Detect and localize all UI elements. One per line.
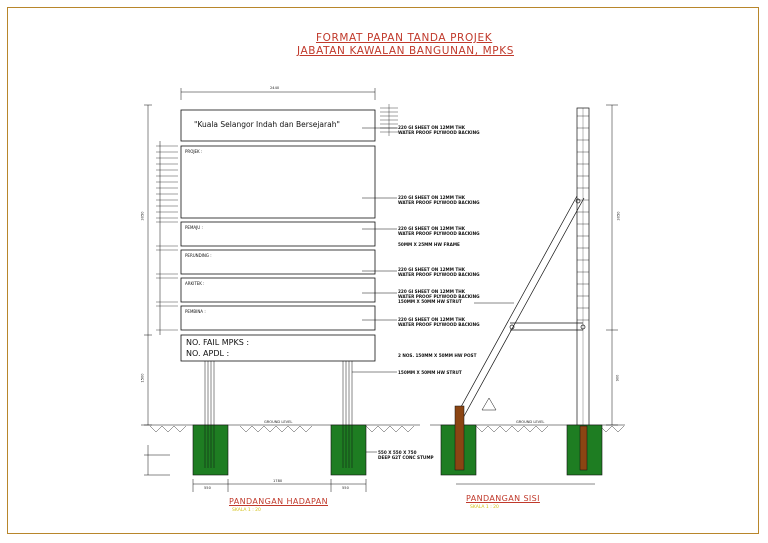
slogan-ticks (380, 104, 398, 136)
front-view-scale: SKALA 1 : 20 (232, 508, 261, 513)
front-view (141, 88, 420, 468)
note-frame: 50MM X 25MM HW FRAME (398, 242, 460, 247)
note-post: 2 NOS. 150MM X 50MM HW POST (398, 353, 477, 358)
left-dimensions (144, 104, 178, 476)
bolt-icon (580, 324, 586, 330)
front-stump-left (192, 424, 229, 476)
info-line-2: NO. APDL : (186, 349, 230, 358)
side-view-scale: SKALA 1 : 20 (470, 505, 499, 510)
panel-info (180, 334, 376, 362)
panel-perunding (180, 249, 376, 275)
bolt-icon (575, 198, 581, 204)
dim-lower-height: 1500 (140, 373, 145, 383)
front-hatch (149, 425, 415, 433)
drawing-frame (7, 7, 759, 534)
note-strut: 150MM X 50MM HW STRUT (398, 370, 462, 375)
front-stump-right (330, 424, 367, 476)
panel-projek (180, 145, 376, 219)
panel-arkitek (180, 277, 376, 303)
post-timber-foot (579, 425, 588, 471)
slogan-panel (180, 109, 376, 142)
dim-left-height: 3050 (140, 211, 145, 221)
front-view-caption: PANDANGAN HADAPAN (229, 497, 328, 506)
dim-side-lower: 900 (615, 374, 620, 382)
side-view-caption: PANDANGAN SISI (466, 494, 540, 503)
title-line-1: FORMAT PAPAN TANDA PROJEK (316, 32, 493, 44)
panel-label-arkitek: ARKITEK : (185, 281, 205, 286)
angle-marker-icon (481, 397, 497, 411)
panel-label-pemaju: PEMAJU : (185, 225, 203, 230)
leader-lines (352, 127, 514, 453)
panel-label-projek: PROJEK : (185, 149, 203, 154)
panel-label-pembina: PEMBINA : (185, 309, 206, 314)
dim-post-spacing: 1780 (273, 479, 283, 483)
dim-side-height: 3050 (616, 211, 621, 221)
bottom-dimension (192, 479, 367, 492)
side-strut (455, 195, 578, 417)
ground-label-front: GROUND LEVEL (264, 420, 293, 424)
panel-label-perunding: PERUNDING : (185, 253, 212, 258)
panel-pembina (180, 305, 376, 331)
panel-pemaju (180, 221, 376, 247)
ground-label-side: GROUND LEVEL (516, 420, 545, 424)
board-slogan: "Kuala Selangor Indah dan Bersejarah" (194, 120, 340, 129)
dim-top-width: 2440 (270, 86, 280, 90)
dim-stump-left: 550 (204, 486, 211, 490)
title-line-2: JABATAN KAWALAN BANGUNAN, MPKS (297, 45, 514, 57)
info-line-1: NO. FAIL MPKS : (186, 338, 250, 347)
dim-stump-right: 550 (342, 486, 349, 490)
bolt-icon (509, 324, 515, 330)
strut-timber-foot (454, 405, 465, 471)
